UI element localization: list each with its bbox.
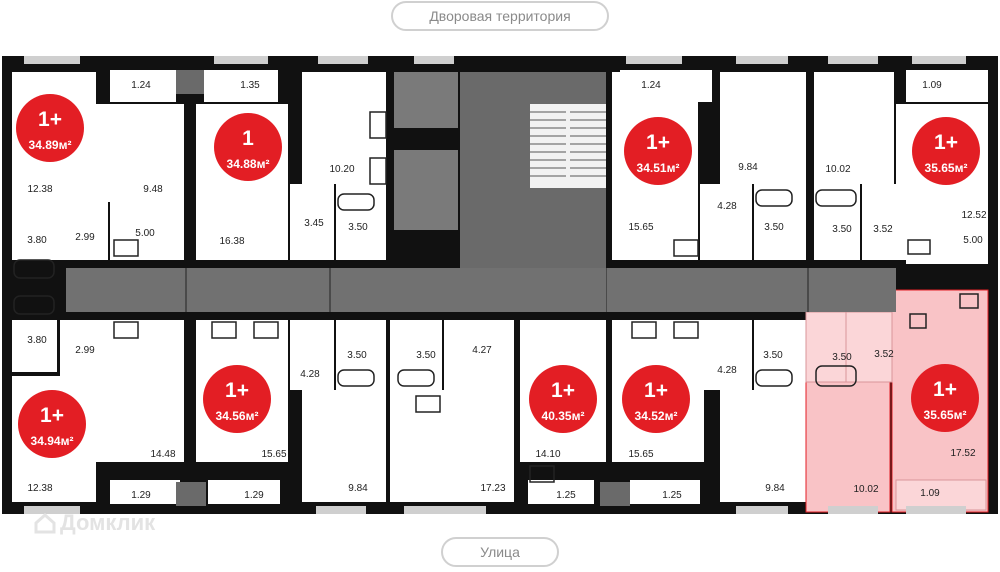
top-row-rooms xyxy=(12,70,988,264)
badge-area: 34.56м² xyxy=(216,409,259,423)
room-area: 12.38 xyxy=(27,483,52,494)
badge-area: 35.65м² xyxy=(925,161,968,175)
room-area: 1.25 xyxy=(556,490,576,501)
room-area: 5.00 xyxy=(963,235,983,246)
room-area: 9.84 xyxy=(738,162,758,173)
apartment-badge[interactable] xyxy=(624,117,692,185)
room-labels: 1.24 1.35 1.24 1.09 12.38 9.48 2.99 5.00… xyxy=(27,80,987,501)
room-area: 10.02 xyxy=(853,484,878,495)
courtyard-label-text: Дворовая территория xyxy=(429,8,571,24)
badge-area: 34.89м² xyxy=(29,138,72,152)
room-area: 15.65 xyxy=(628,449,653,460)
street-label: Улица xyxy=(441,537,559,567)
room-area: 17.23 xyxy=(480,483,505,494)
apartment-badge[interactable] xyxy=(18,390,86,458)
room-area: 4.28 xyxy=(300,369,320,380)
house-icon xyxy=(34,512,56,534)
room-area: 2.99 xyxy=(75,232,95,243)
badge-rooms: 1+ xyxy=(40,404,64,427)
room-area: 3.50 xyxy=(347,350,367,361)
badge-area: 35.65м² xyxy=(924,408,967,422)
apartment-badge[interactable] xyxy=(529,365,597,433)
room-area: 1.29 xyxy=(244,490,264,501)
room-area: 3.50 xyxy=(832,352,852,363)
room-area: 1.24 xyxy=(641,80,661,91)
room-area: 9.48 xyxy=(143,184,163,195)
room-area: 3.50 xyxy=(832,224,852,235)
room-area: 9.84 xyxy=(765,483,785,494)
badge-rooms: 1+ xyxy=(551,379,575,402)
room-area: 2.99 xyxy=(75,345,95,356)
badge-area: 34.51м² xyxy=(637,161,680,175)
room-area: 17.52 xyxy=(950,448,975,459)
windows xyxy=(24,56,966,514)
watermark-text: Домклик xyxy=(60,510,156,535)
badge-area: 34.52м² xyxy=(635,409,678,423)
badge-texts: 1+ 34.89м² 1 34.88м² 1+ 34.51м² 1+ 35.65… xyxy=(29,108,968,448)
apartment-badge[interactable] xyxy=(622,365,690,433)
room-area: 3.80 xyxy=(27,235,47,246)
badge-area: 34.94м² xyxy=(31,434,74,448)
room-area: 3.50 xyxy=(348,222,368,233)
room-area: 14.10 xyxy=(535,449,560,460)
room-area: 3.50 xyxy=(763,350,783,361)
room-area: 1.29 xyxy=(131,490,151,501)
badge-area: 34.88м² xyxy=(227,157,270,171)
room-area: 3.80 xyxy=(27,335,47,346)
badge-rooms: 1+ xyxy=(646,131,670,154)
room-area: 10.20 xyxy=(329,164,354,175)
courtyard-label: Дворовая территория xyxy=(391,1,609,31)
room-area: 1.24 xyxy=(131,80,151,91)
stair-core xyxy=(176,70,630,506)
room-area: 4.27 xyxy=(472,345,492,356)
badge-area: 40.35м² xyxy=(542,409,585,423)
room-area: 3.50 xyxy=(764,222,784,233)
room-area: 1.09 xyxy=(922,80,942,91)
badge-rooms: 1+ xyxy=(933,378,957,401)
room-area: 1.09 xyxy=(920,488,940,499)
room-area: 15.65 xyxy=(261,449,286,460)
room-area: 12.38 xyxy=(27,184,52,195)
bath-fixtures xyxy=(13,111,979,483)
apartment-badge[interactable] xyxy=(912,117,980,185)
room-area: 14.48 xyxy=(150,449,175,460)
room-area: 15.65 xyxy=(628,222,653,233)
badge-rooms: 1+ xyxy=(644,379,668,402)
room-area: 3.45 xyxy=(304,218,324,229)
apartment-badge[interactable] xyxy=(16,94,84,162)
area-badges xyxy=(16,94,980,458)
badge-rooms: 1+ xyxy=(38,108,62,131)
room-area: 12.52 xyxy=(961,210,986,221)
room-area: 4.28 xyxy=(717,365,737,376)
badge-rooms: 1 xyxy=(242,127,254,150)
apartment-badge[interactable] xyxy=(911,364,979,432)
watermark: Домклик xyxy=(34,510,155,536)
room-area: 16.38 xyxy=(219,236,244,247)
room-area: 3.52 xyxy=(874,349,894,360)
apartment-badge[interactable] xyxy=(203,365,271,433)
apartment-badge[interactable] xyxy=(214,113,282,181)
badge-rooms: 1+ xyxy=(934,131,958,154)
room-area: 1.25 xyxy=(662,490,682,501)
street-label-text: Улица xyxy=(480,544,520,560)
room-area: 10.02 xyxy=(825,164,850,175)
room-area: 4.28 xyxy=(717,201,737,212)
room-area: 5.00 xyxy=(135,228,155,239)
room-area: 3.52 xyxy=(873,224,893,235)
badge-rooms: 1+ xyxy=(225,379,249,402)
room-area: 9.84 xyxy=(348,483,368,494)
room-area: 3.50 xyxy=(416,350,436,361)
room-area: 1.35 xyxy=(240,80,260,91)
